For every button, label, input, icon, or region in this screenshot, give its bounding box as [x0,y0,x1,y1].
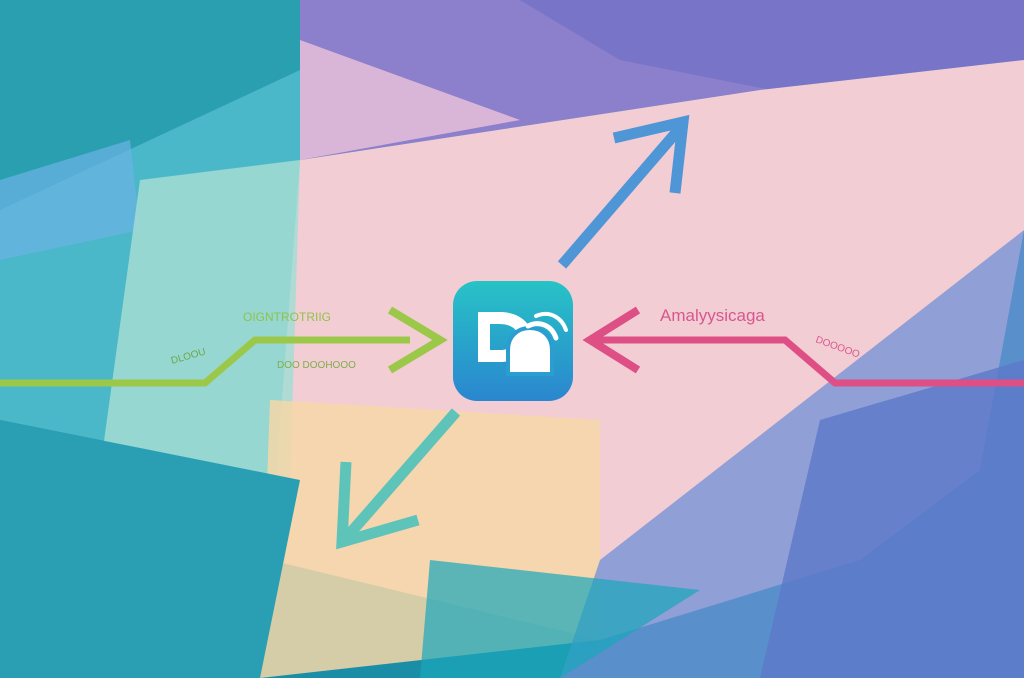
background-shape-bottom-center [420,560,700,678]
input-arrow-line [0,336,410,387]
up-arrow-head [612,114,690,194]
output-arrow-line [590,336,1024,387]
label-left-bottom: DOO DOOHOOO [277,360,356,371]
app-logo-wave-icon [525,321,559,341]
down-arrow-line [341,408,461,542]
background-shape-corner [760,360,1024,678]
down-arrow-head [336,461,420,550]
down-arrow [336,408,461,550]
up-arrow-line [557,124,685,269]
app-logo-icon [453,281,573,401]
background-shape-left-band [0,140,140,260]
label-left-top: OIGNTROTRIIG [243,310,331,324]
output-arrow [582,306,1024,387]
app-logo-wave-outer-icon [534,311,568,332]
up-arrow [557,114,690,269]
label-right-top: Amalyysicaga [660,306,765,325]
output-arrow-head [582,306,641,374]
app-logo-bubble-glyph [506,325,554,376]
background-shape-bottom-left [0,420,300,678]
background-shape-pink-top [300,40,520,160]
input-arrow-head [387,306,448,374]
input-arrow [0,306,448,387]
background-shape-mint [100,160,300,480]
